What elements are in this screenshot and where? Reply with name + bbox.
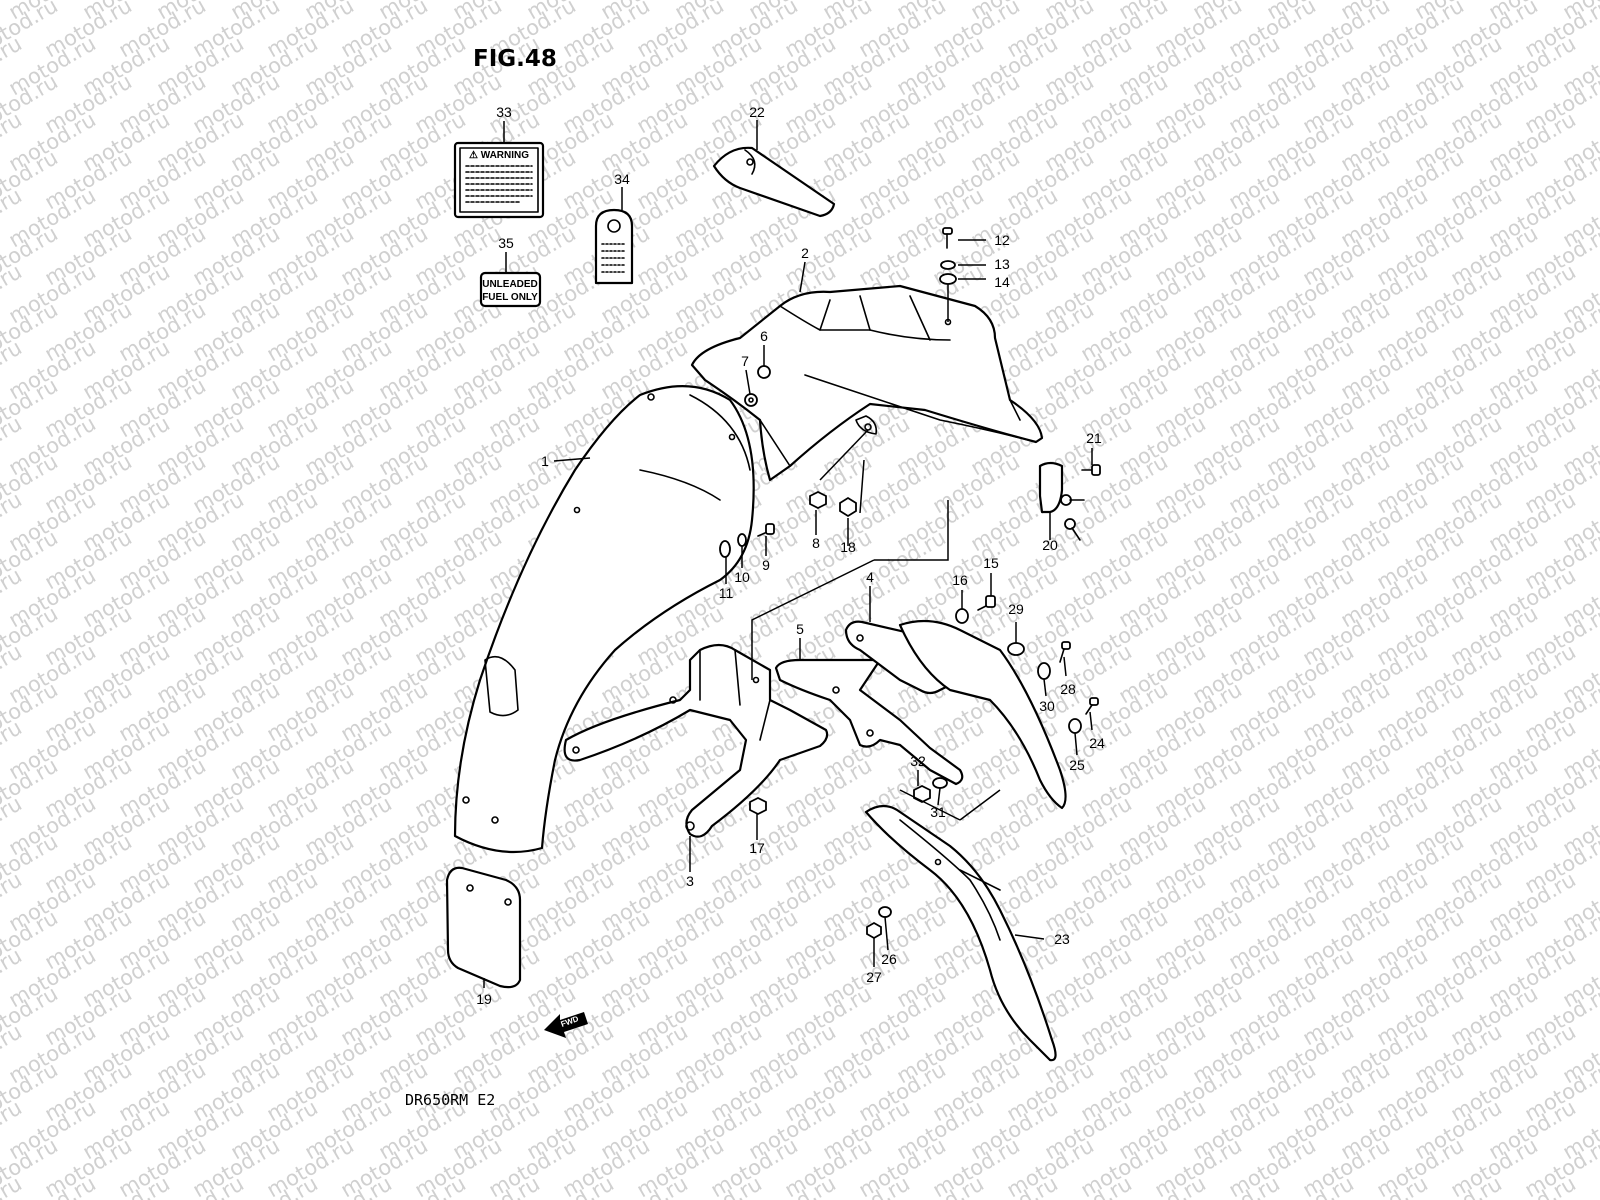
callout-8: 8 bbox=[812, 535, 820, 551]
part-33-warning-label: ⚠ WARNING bbox=[453, 141, 545, 219]
callout-11: 11 bbox=[719, 585, 734, 601]
washer-16 bbox=[955, 608, 969, 624]
callout-32: 32 bbox=[910, 753, 926, 769]
part-34-tag-label bbox=[594, 208, 634, 285]
part-35-unleaded-label: UNLEADED FUEL ONLY bbox=[479, 271, 542, 308]
callout-27: 27 bbox=[866, 969, 882, 985]
washer-7 bbox=[744, 393, 758, 407]
unleaded-label-line2: FUEL ONLY bbox=[482, 292, 538, 303]
callout-2: 2 bbox=[801, 245, 809, 261]
callout-23: 23 bbox=[1054, 931, 1070, 947]
callout-33: 33 bbox=[496, 104, 512, 120]
callout-29: 29 bbox=[1008, 601, 1024, 617]
washer-11 bbox=[719, 540, 731, 558]
figure-title: FIG.48 bbox=[473, 46, 557, 72]
callout-17: 17 bbox=[749, 840, 765, 856]
washer-10 bbox=[737, 533, 747, 547]
callout-22: 22 bbox=[749, 104, 765, 120]
callout-24: 24 bbox=[1089, 735, 1105, 751]
nut-8 bbox=[809, 490, 827, 510]
callout-14: 14 bbox=[994, 274, 1010, 290]
callout-7: 7 bbox=[741, 353, 749, 369]
callout-5: 5 bbox=[796, 621, 804, 637]
callout-18: 18 bbox=[840, 539, 856, 555]
callout-34: 34 bbox=[614, 171, 630, 187]
callout-20: 20 bbox=[1042, 537, 1058, 553]
nut-17 bbox=[749, 796, 767, 816]
bolt-28 bbox=[1059, 641, 1071, 663]
unleaded-label-line1: UNLEADED bbox=[482, 279, 538, 290]
callout-13: 13 bbox=[994, 256, 1010, 272]
nut-13 bbox=[940, 260, 956, 270]
callout-31: 31 bbox=[930, 804, 946, 820]
nut-32 bbox=[913, 784, 931, 804]
model-code: DR650RM E2 bbox=[405, 1091, 495, 1109]
callout-21: 21 bbox=[1086, 430, 1102, 446]
callout-19: 19 bbox=[476, 991, 492, 1007]
callout-3: 3 bbox=[686, 873, 694, 889]
callout-25: 25 bbox=[1069, 757, 1085, 773]
washer-31 bbox=[932, 777, 948, 789]
callout-28: 28 bbox=[1060, 681, 1076, 697]
callout-10: 10 bbox=[734, 569, 750, 585]
screw-6 bbox=[757, 365, 771, 379]
nut-18 bbox=[839, 496, 857, 518]
collar-29 bbox=[1007, 642, 1025, 656]
callout-26: 26 bbox=[881, 951, 897, 967]
callout-1: 1 bbox=[541, 453, 549, 469]
washer-26 bbox=[878, 906, 892, 918]
callout-12: 12 bbox=[994, 232, 1010, 248]
callout-35: 35 bbox=[498, 235, 514, 251]
callout-9: 9 bbox=[762, 557, 770, 573]
callout-4: 4 bbox=[866, 569, 874, 585]
callout-15: 15 bbox=[983, 555, 999, 571]
callout-16: 16 bbox=[952, 572, 968, 588]
nut-27 bbox=[866, 921, 882, 940]
callout-30: 30 bbox=[1039, 698, 1055, 714]
grommet-30 bbox=[1037, 662, 1051, 680]
warning-label-text: ⚠ WARNING bbox=[469, 150, 529, 161]
callout-6: 6 bbox=[760, 328, 768, 344]
washer-14 bbox=[939, 273, 957, 285]
washer-25 bbox=[1068, 718, 1082, 734]
